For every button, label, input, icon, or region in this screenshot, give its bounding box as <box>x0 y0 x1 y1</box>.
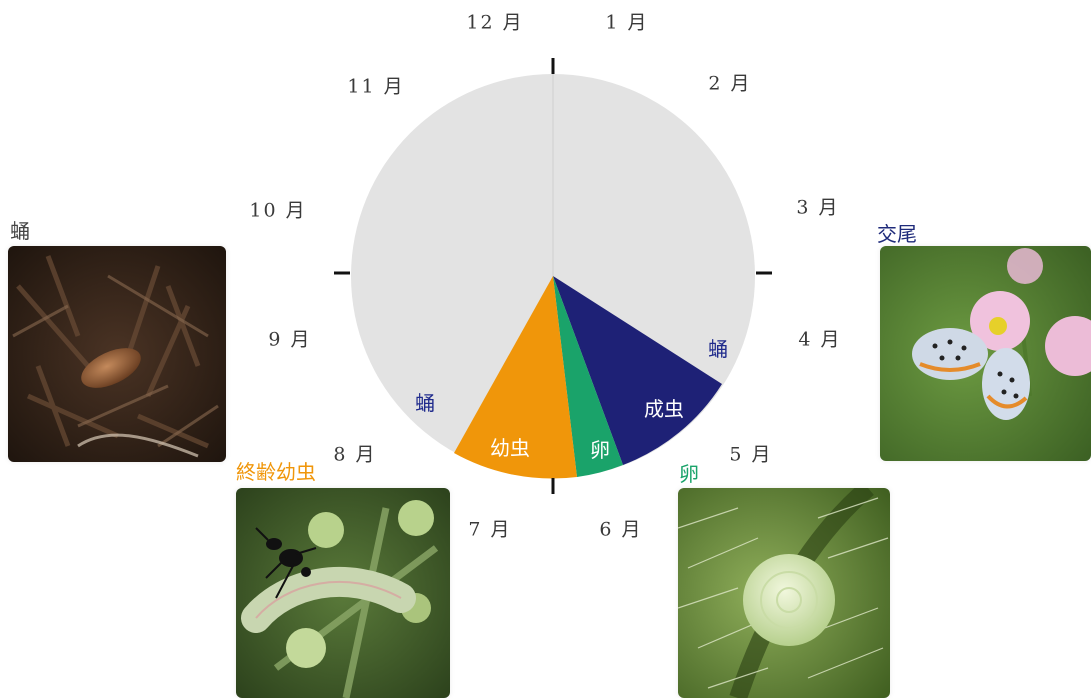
egg-label: 卵 <box>590 438 610 462</box>
egg-caption: 卵 <box>679 458 699 487</box>
pupa-photo <box>8 246 226 462</box>
egg-photo <box>678 488 890 698</box>
pupa-label-left: 蛹 <box>415 391 435 415</box>
mating-caption: 交尾 <box>877 218 917 247</box>
adult-label: 成虫 <box>644 397 684 421</box>
caterpillar-photo <box>236 488 450 698</box>
larva-label: 幼虫 <box>490 436 530 460</box>
last-instar-caption: 終齢幼虫 <box>236 456 316 485</box>
pupa-label-right: 蛹 <box>708 337 728 361</box>
mating-butterflies-photo <box>880 246 1091 461</box>
pupa-caption: 蛹 <box>10 215 30 244</box>
